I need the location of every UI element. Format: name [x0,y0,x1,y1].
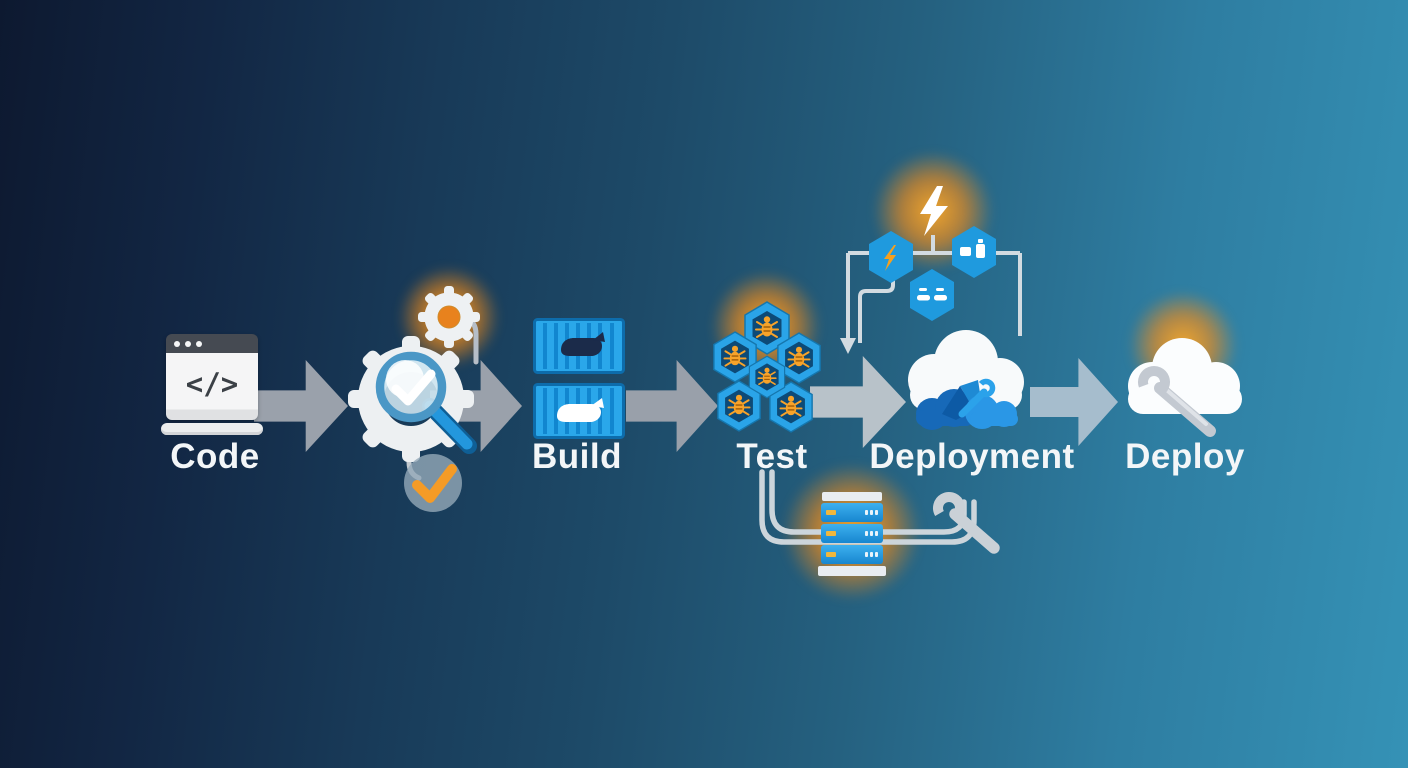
wrench-icon [1138,366,1216,437]
server-cap [822,492,882,501]
cloud-wrench-icon [1128,338,1242,437]
server-led [826,510,836,515]
review-cluster [340,270,525,525]
bolt-hexagon-icon [869,231,913,283]
container-white-whale [533,383,625,439]
container-stack-icon [533,318,625,444]
code-window-icon: </> [161,334,263,435]
server-base [818,566,886,576]
arrow-code-to-review [254,360,348,452]
code-editor-body: </> [166,353,258,420]
small-gear-icon [418,286,480,348]
stage-label-deploy: Deploy [1125,437,1245,476]
window-dot [174,340,180,347]
code-window-frame: </> [166,334,258,420]
arrow-deployment-to-deploy [1030,358,1118,446]
window-dot [185,340,191,347]
stage-label-build: Build [532,437,622,476]
whale-glyph [557,398,604,422]
server-row [821,524,883,543]
server-row [821,503,883,522]
window-titlebar [166,334,258,353]
down-arrowhead [840,338,856,354]
cloud-deployment-icon [908,330,1024,430]
whale-glyph [561,332,605,356]
code-glyph: </> [185,366,239,401]
server-led [826,531,836,536]
server-rack-icon [818,492,886,576]
server-marks [865,552,878,557]
window-dot [196,340,202,347]
pipe-wrench-icon [933,492,1000,554]
magnifier-check-icon [375,351,477,454]
container-dark-whale [533,318,625,374]
stage-label-code: Code [170,437,260,476]
check-circle-icon [404,454,462,512]
orange-check-icon [412,464,457,503]
stage-label-test: Test [736,437,808,476]
window-base [161,423,263,435]
deployment-tree [840,186,1022,354]
server-marks [865,531,878,536]
lightning-bolt-icon [920,186,948,236]
artifacts-hexagon-icon [952,226,996,278]
servers-hexagon-icon [910,269,954,321]
server-marks [865,510,878,515]
bug-hexagon-cluster-icon [712,301,822,433]
server-row [821,545,883,564]
stage-label-deployment: Deployment [869,437,1075,476]
server-led [826,552,836,557]
